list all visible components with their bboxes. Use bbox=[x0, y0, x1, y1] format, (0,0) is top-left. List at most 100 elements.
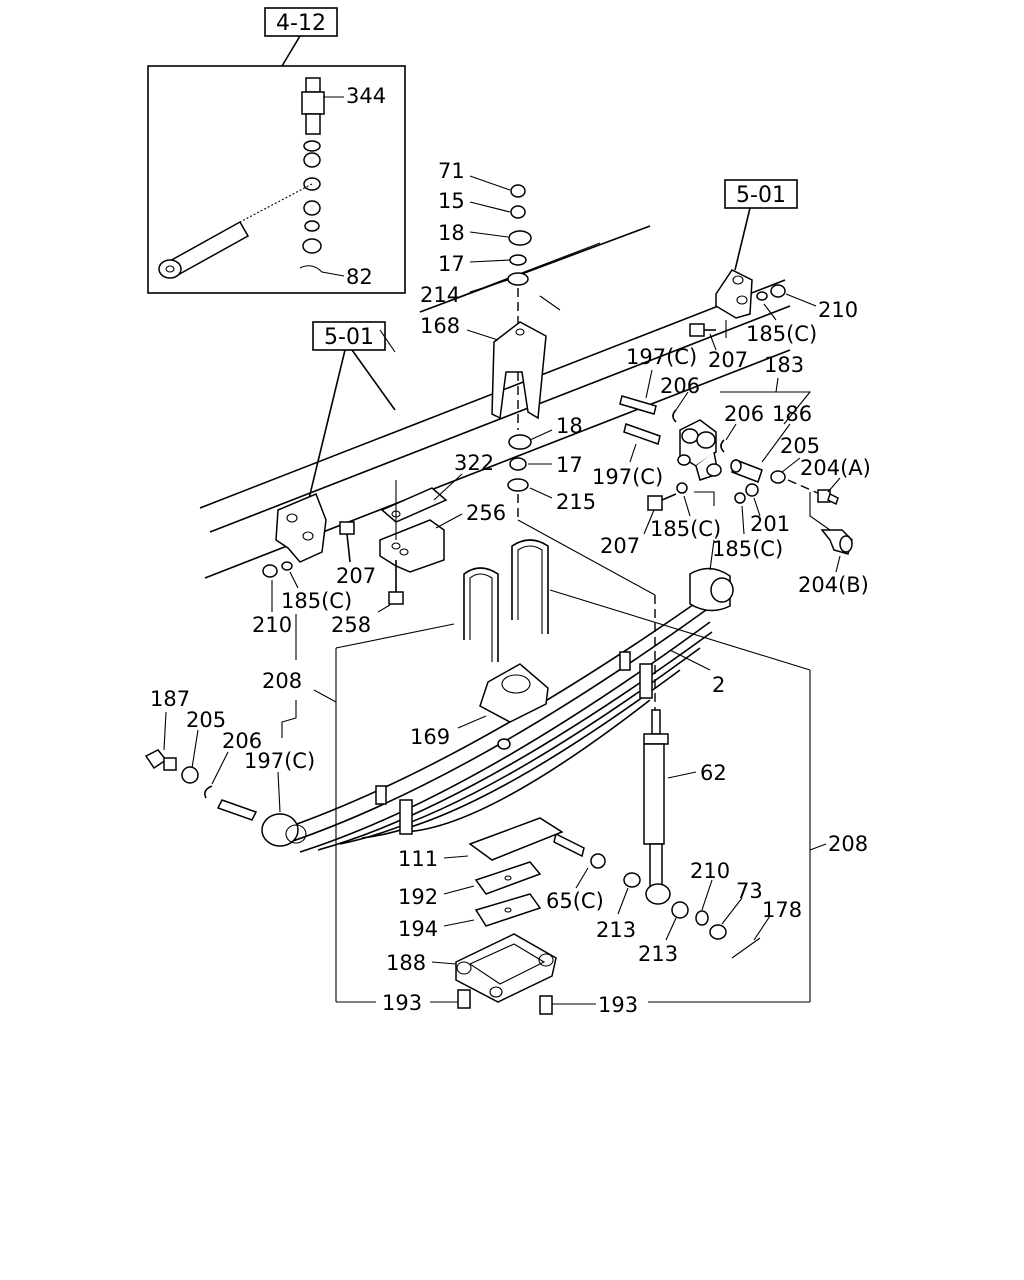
part-label-213-a: 213 bbox=[596, 918, 636, 942]
bolt-207-low[interactable] bbox=[647, 493, 677, 511]
spring-seat-188[interactable] bbox=[455, 933, 557, 1003]
inset-shock-absorber[interactable] bbox=[158, 183, 313, 279]
ref-box-5-01-left[interactable] bbox=[312, 321, 386, 351]
nut-spring-center bbox=[497, 738, 511, 750]
cotter-pin-178[interactable] bbox=[731, 937, 761, 959]
washer-185c-left[interactable] bbox=[281, 561, 293, 571]
bolt-207-top[interactable] bbox=[689, 323, 716, 337]
part-label-18-top: 18 bbox=[438, 221, 465, 245]
plate-192[interactable] bbox=[474, 861, 542, 895]
bush-17-top[interactable] bbox=[509, 254, 527, 266]
cotter-pin-82[interactable] bbox=[299, 265, 345, 277]
grease-nipple-187[interactable] bbox=[144, 749, 177, 771]
cushion-18-mid[interactable] bbox=[508, 434, 532, 450]
part-label-210-left: 210 bbox=[252, 613, 292, 637]
inset-detail: 4-12 bbox=[147, 7, 406, 294]
bush-186[interactable] bbox=[730, 459, 763, 483]
bush-213-b[interactable] bbox=[671, 901, 689, 919]
part-label-201: 201 bbox=[750, 512, 790, 536]
front-hanger-bracket[interactable] bbox=[275, 493, 327, 563]
plate-322[interactable] bbox=[380, 487, 448, 523]
washer-65c[interactable] bbox=[590, 853, 606, 869]
nut-193-left[interactable] bbox=[457, 989, 471, 1009]
nut-205-left[interactable] bbox=[181, 766, 199, 784]
ref-label-4-12: 4-12 bbox=[276, 11, 326, 36]
part-label-322: 322 bbox=[454, 451, 494, 475]
part-label-205-left: 205 bbox=[186, 708, 226, 732]
part-label-197c-a: 197(C) bbox=[626, 345, 697, 369]
part-label-208-left: 208 bbox=[262, 669, 302, 693]
pin-197c-a[interactable] bbox=[619, 395, 657, 415]
snap-ring-206-b[interactable] bbox=[720, 439, 725, 453]
ref-box-5-01-right[interactable] bbox=[724, 179, 798, 209]
bump-stopper-169[interactable] bbox=[479, 663, 549, 723]
part-label-186: 186 bbox=[772, 402, 812, 426]
nut-71[interactable] bbox=[510, 184, 526, 198]
part-label-18-mid: 18 bbox=[556, 414, 583, 438]
inset-frame bbox=[147, 65, 406, 294]
snap-ring-206-left[interactable] bbox=[204, 785, 213, 799]
u-bolt-rear[interactable] bbox=[511, 539, 549, 634]
part-label-206-left: 206 bbox=[222, 729, 262, 753]
stud-bolt-344[interactable] bbox=[301, 77, 325, 135]
bracket-168[interactable] bbox=[491, 321, 547, 420]
washer-210-low[interactable] bbox=[695, 910, 709, 926]
bolt-258[interactable] bbox=[388, 560, 404, 605]
part-label-185c-left: 185(C) bbox=[281, 589, 352, 613]
cushion-18-top[interactable] bbox=[508, 230, 532, 246]
part-label-258: 258 bbox=[331, 613, 371, 637]
bush-17-mid[interactable] bbox=[509, 457, 527, 471]
bolt-65c[interactable] bbox=[553, 832, 585, 858]
washer-215[interactable] bbox=[507, 478, 529, 492]
pin-197c-b[interactable] bbox=[623, 423, 661, 445]
part-label-193-left: 193 bbox=[382, 991, 422, 1015]
inset-washer bbox=[303, 140, 321, 152]
ref-label-5-01-right: 5-01 bbox=[736, 183, 786, 208]
part-label-185c-mid: 185(C) bbox=[650, 517, 721, 541]
ref-label-5-01-left: 5-01 bbox=[324, 325, 374, 350]
part-label-169: 169 bbox=[410, 725, 450, 749]
washer-185c-top[interactable] bbox=[756, 291, 768, 301]
plate-194[interactable] bbox=[474, 893, 542, 927]
part-label-213-b: 213 bbox=[638, 942, 678, 966]
nut-205-right[interactable] bbox=[770, 470, 786, 484]
snap-ring-206-a[interactable] bbox=[672, 409, 677, 423]
part-label-197c-left: 197(C) bbox=[244, 749, 315, 773]
nut-201[interactable] bbox=[745, 483, 759, 497]
nut-210-left[interactable] bbox=[262, 564, 278, 578]
bush-213-a[interactable] bbox=[623, 872, 641, 888]
part-label-178: 178 bbox=[762, 898, 802, 922]
part-label-73: 73 bbox=[736, 879, 763, 903]
spring-clip-front bbox=[375, 785, 387, 805]
shackle-183[interactable] bbox=[677, 419, 722, 481]
spring-clip-rear bbox=[619, 651, 631, 671]
part-label-197c-b: 197(C) bbox=[592, 465, 663, 489]
washer-15[interactable] bbox=[510, 205, 526, 219]
grease-nipple-204b[interactable] bbox=[820, 529, 853, 555]
part-label-2: 2 bbox=[712, 673, 725, 697]
bracket-256[interactable] bbox=[379, 519, 445, 573]
bolt-207-left[interactable] bbox=[339, 521, 355, 563]
leaf-spring-2[interactable] bbox=[261, 567, 734, 853]
part-label-183: 183 bbox=[764, 353, 804, 377]
shock-absorber-62[interactable] bbox=[643, 709, 671, 905]
ref-box-4-12[interactable] bbox=[264, 7, 338, 37]
nut-193-right[interactable] bbox=[539, 995, 553, 1015]
part-label-65c: 65(C) bbox=[546, 889, 604, 913]
washer-214[interactable] bbox=[507, 272, 529, 286]
plate-111[interactable] bbox=[468, 817, 564, 861]
part-label-256: 256 bbox=[466, 501, 506, 525]
pin-197c-left[interactable] bbox=[216, 799, 258, 821]
nut-73[interactable] bbox=[709, 924, 727, 940]
spring-eye-front bbox=[261, 813, 299, 847]
u-bolt-front[interactable] bbox=[463, 567, 499, 662]
rear-hanger-bracket[interactable] bbox=[715, 269, 753, 319]
washer-185c-low[interactable] bbox=[734, 492, 746, 504]
part-label-205-right: 205 bbox=[780, 434, 820, 458]
washer-185c-mid[interactable] bbox=[676, 482, 688, 494]
part-label-204a: 204(A) bbox=[800, 456, 871, 480]
nut-210-top[interactable] bbox=[770, 284, 786, 298]
grease-nipple-204a[interactable] bbox=[817, 489, 839, 506]
inset-nut bbox=[302, 238, 322, 254]
